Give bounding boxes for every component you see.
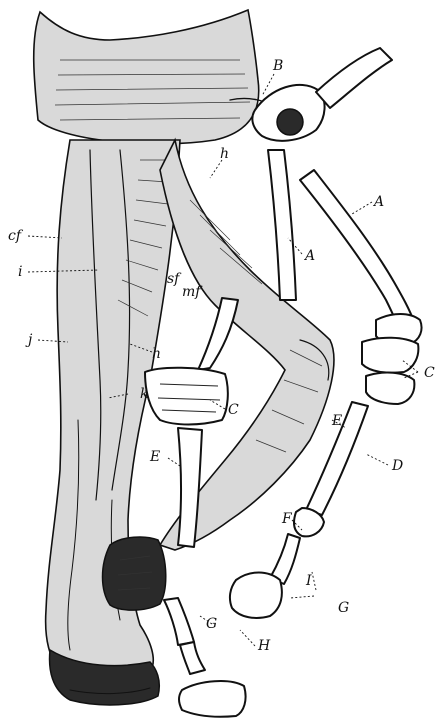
label-G-bottom: G bbox=[206, 616, 217, 632]
label-D: D bbox=[391, 458, 403, 474]
label-E-right: E bbox=[331, 413, 342, 429]
label-cf: cf bbox=[8, 228, 24, 244]
label-j: j bbox=[25, 332, 33, 348]
label-h-top: h bbox=[220, 146, 229, 162]
label-C-mid: C bbox=[228, 402, 239, 418]
label-G-right: G bbox=[338, 600, 349, 616]
label-B: B bbox=[272, 58, 283, 74]
label-sf: sf bbox=[167, 271, 182, 287]
label-h-mid: h bbox=[152, 346, 161, 362]
label-mf: mf bbox=[182, 284, 203, 300]
label-I: I bbox=[305, 573, 312, 589]
label-F: F bbox=[281, 511, 293, 527]
label-k: k bbox=[140, 386, 148, 402]
left-limb-muscled bbox=[46, 140, 180, 705]
hindquarter-mass bbox=[34, 10, 276, 144]
label-A-upper: A bbox=[372, 194, 384, 210]
label-A-lower: A bbox=[303, 248, 315, 264]
label-C-right: C bbox=[424, 365, 435, 381]
label-H: H bbox=[257, 638, 271, 654]
label-i: i bbox=[18, 264, 22, 280]
label-E-left: E bbox=[149, 449, 160, 465]
